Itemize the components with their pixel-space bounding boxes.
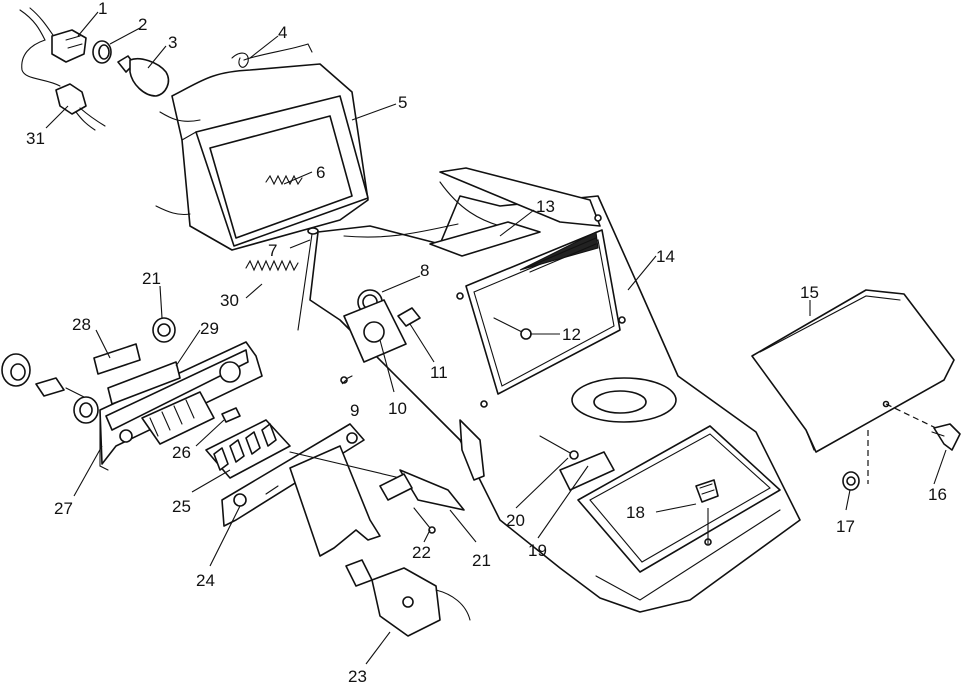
callout-18: 18 [626,503,645,522]
callout-12: 12 [562,325,581,344]
callout-27: 27 [54,499,73,518]
dash-panel [309,167,801,613]
storage-lid [751,289,955,453]
ignition-key-27 [1,353,99,424]
decal-29 [107,361,181,405]
mounting-bracket-24 [221,423,381,557]
callout-28: 28 [72,315,91,334]
callout-4: 4 [278,23,287,42]
headlight-bulb [117,55,170,97]
callout-22: 22 [412,543,431,562]
callout-13: 13 [536,197,555,216]
callout-3: 3 [168,33,177,52]
wire-harness-socket [19,7,106,131]
callout-29: 29 [200,319,219,338]
callout-labels: 1 2 3 4 5 6 7 8 9 10 11 12 13 14 15 16 1… [26,0,947,684]
switch-panel [99,341,263,471]
callout-5: 5 [398,93,407,112]
callout-2: 2 [138,15,147,34]
screw-7 [297,227,319,331]
screw-22 [413,507,436,534]
callout-10: 10 [388,399,407,418]
switch-block-25 [205,419,291,479]
callout-25: 25 [172,497,191,516]
switch-bracket [340,289,421,384]
callout-8: 8 [420,261,429,280]
screw-20 [539,435,579,460]
callout-21-upper: 21 [142,269,161,288]
callout-15: 15 [800,283,819,302]
callout-11: 11 [430,363,448,382]
callout-6: 6 [316,163,325,182]
callout-7: 7 [268,241,277,260]
callout-23: 23 [348,667,367,684]
adjuster-spring-lower [245,259,299,272]
adjuster-spring [265,174,303,186]
connector-21-lower [289,451,465,511]
leader-lines [45,11,947,665]
callout-9: 9 [350,401,359,420]
grommet-21-upper [152,317,176,343]
headlight-housing [155,63,369,251]
callout-21-lower: 21 [472,551,491,570]
latch-pin-16 [931,423,961,451]
washer-17 [842,471,860,491]
callout-17: 17 [836,517,855,536]
clip-18 [695,479,719,503]
key-switch-23 [345,559,471,637]
decal-28 [93,343,141,375]
callout-19: 19 [528,541,547,560]
callout-24: 24 [196,571,215,590]
callout-16: 16 [928,485,947,504]
retaining-spring [231,43,313,68]
clip-26 [221,407,241,423]
callout-30: 30 [220,291,239,310]
callout-1: 1 [98,0,107,18]
callout-20: 20 [506,511,525,530]
callout-14: 14 [656,247,675,266]
callout-31: 31 [26,129,45,148]
callout-26: 26 [172,443,191,462]
bulb-grommet [92,40,112,64]
